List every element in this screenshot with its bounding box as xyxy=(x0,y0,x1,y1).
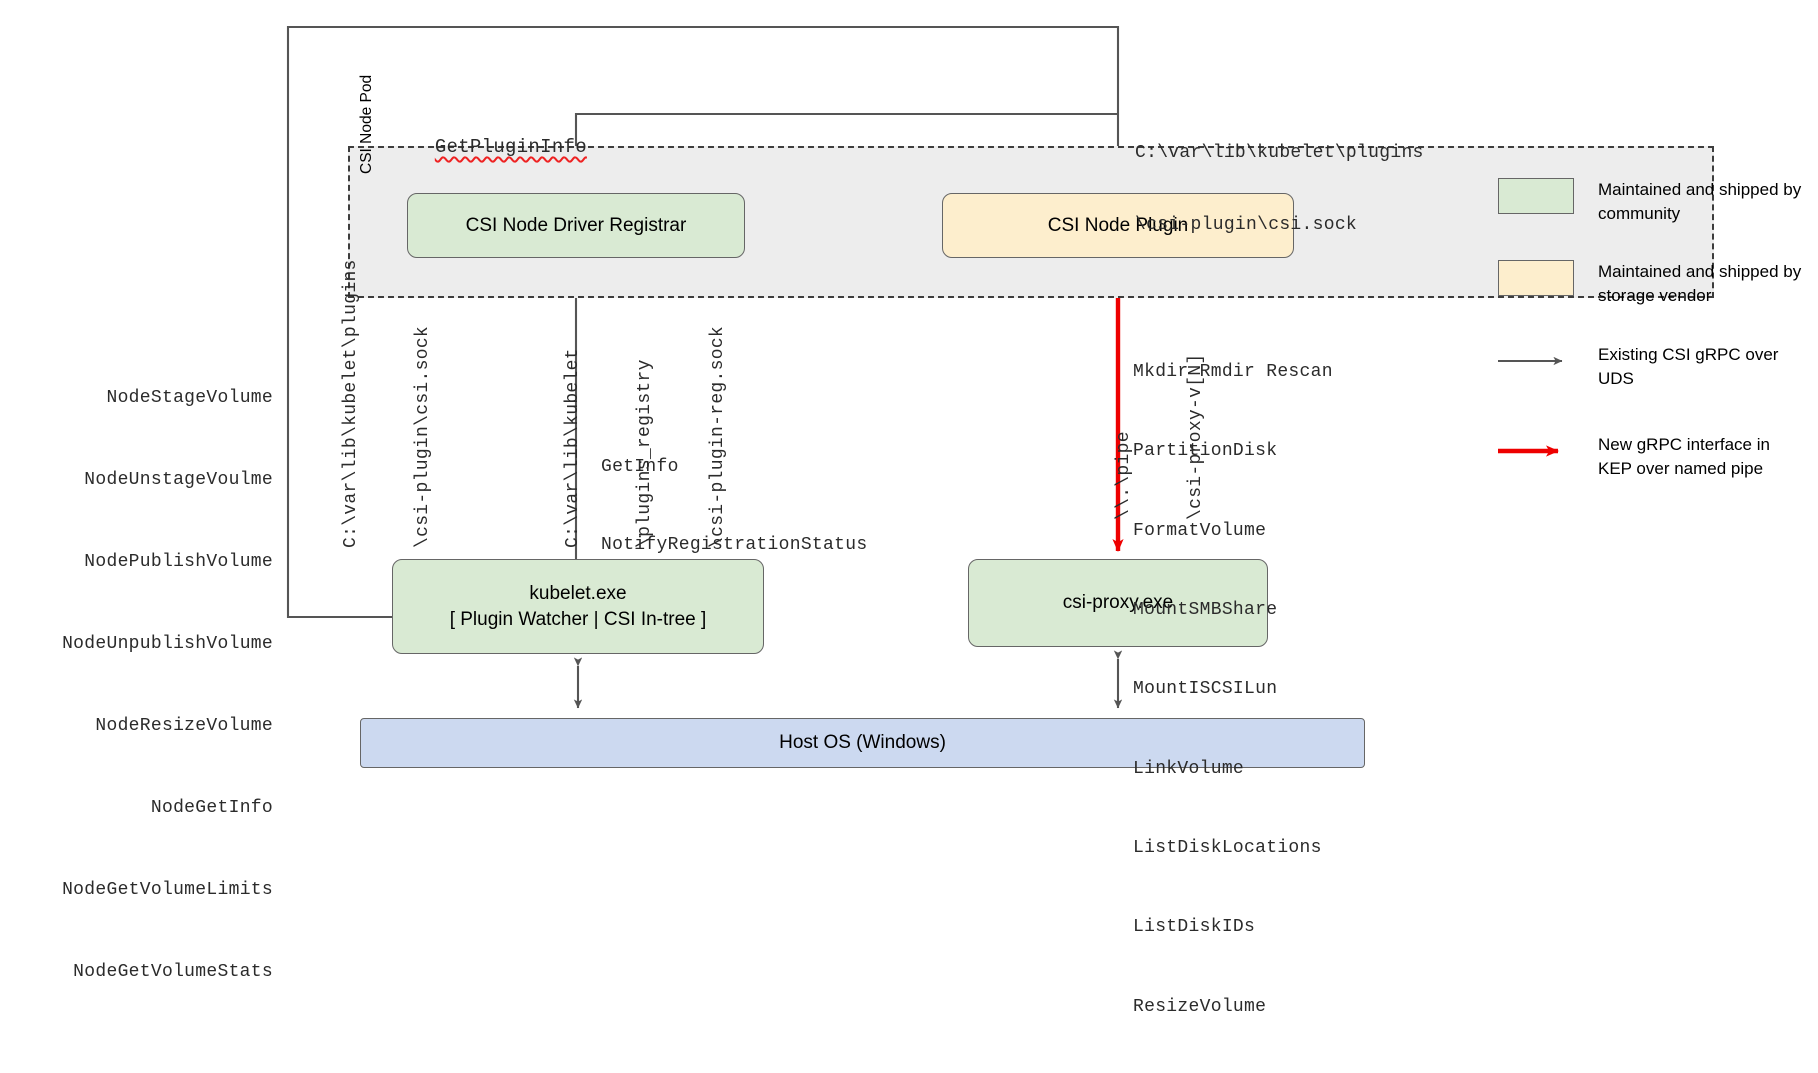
csi-proxy-operation-list: Mkdir Rmdir Rescan PartitionDisk FormatV… xyxy=(1133,306,1333,1073)
node-rpc-item: NodePublishVolume xyxy=(84,551,273,572)
kubelet-plugins-socket-path-line1: C:\var\lib\kubelet\plugins xyxy=(340,259,361,548)
csi-proxy-operation-item: ListDiskIDs xyxy=(1133,917,1256,938)
kubelet-plugins-socket-path-line2: \csi-plugin\csi.sock xyxy=(413,325,434,548)
csi-proxy-operation-item: Mkdir Rmdir Rescan xyxy=(1133,361,1333,382)
csi-node-driver-registrar-label: CSI Node Driver Registrar xyxy=(465,214,687,236)
node-rpc-item: NodeResizeVolume xyxy=(95,716,273,737)
plugins-registry-socket-path-line1: C:\var\lib\kubelet xyxy=(562,348,583,548)
legend-item-new-grpc: New gRPC interface in KEP over named pip… xyxy=(1498,433,1808,481)
legend-arrow-gray-icon xyxy=(1498,343,1574,379)
get-plugin-info-label: GetPluginInfo xyxy=(388,114,587,180)
csi-plugin-socket-path-line1: C:\var\lib\kubelet\plugins xyxy=(1135,142,1424,163)
node-rpc-item: NodeUnstageVoulme xyxy=(84,469,273,490)
csi-proxy-operation-item: ResizeVolume xyxy=(1133,996,1267,1017)
csi-proxy-operation-item: FormatVolume xyxy=(1133,520,1267,541)
legend-label-community: Maintained and shipped by community xyxy=(1598,180,1802,224)
node-box-csi-node-plugin[interactable]: CSI Node Plugin xyxy=(942,193,1294,258)
legend-label-existing-grpc: Existing CSI gRPC over UDS xyxy=(1598,344,1779,388)
host-os-label: Host OS (Windows) xyxy=(779,732,946,754)
legend-item-vendor: Maintained and shipped by storage vendor xyxy=(1498,260,1808,308)
node-rpc-item: NodeGetInfo xyxy=(150,798,273,819)
csi-proxy-operation-item: MountISCSILun xyxy=(1133,679,1278,700)
registration-call-item: NotifyRegistrationStatus xyxy=(601,535,868,556)
csi-node-plugin-label: CSI Node Plugin xyxy=(1047,214,1189,236)
csi-proxy-operation-item: MountSMBShare xyxy=(1133,599,1278,620)
csi-proxy-operation-item: ListDiskLocations xyxy=(1133,838,1322,859)
csi-node-pod-label: CSI Node Pod xyxy=(358,74,375,174)
legend-item-community: Maintained and shipped by community xyxy=(1498,178,1808,226)
node-rpc-call-list: NodeStageVolume NodeUnstageVoulme NodePu… xyxy=(20,330,273,1041)
kubelet-exe-sublabel: [ Plugin Watcher | CSI In-tree ] xyxy=(449,608,707,630)
legend: Maintained and shipped by community Main… xyxy=(1498,178,1808,515)
node-rpc-item: NodeStageVolume xyxy=(106,387,273,408)
legend-label-new-grpc: New gRPC interface in KEP over named pip… xyxy=(1598,434,1770,478)
legend-swatch-yellow xyxy=(1498,260,1574,297)
registration-call-item: GetInfo xyxy=(601,457,679,478)
node-box-host-os[interactable]: Host OS (Windows) xyxy=(360,718,1365,768)
node-box-kubelet-exe[interactable]: kubelet.exe [ Plugin Watcher | CSI In-tr… xyxy=(392,559,764,654)
node-rpc-item: NodeUnpublishVolume xyxy=(62,633,273,654)
node-box-csi-node-driver-registrar[interactable]: CSI Node Driver Registrar xyxy=(407,193,745,258)
legend-arrow-red-icon xyxy=(1498,433,1574,469)
csi-proxy-operation-item: PartitionDisk xyxy=(1133,441,1278,462)
csi-plugin-socket-path-line2: \csi-plugin\csi.sock xyxy=(1135,215,1358,236)
diagram-canvas: CSI Node Pod CSI Node Driver Registrar C… xyxy=(62,25,1808,1017)
csi-proxy-operation-item: LinkVolume xyxy=(1133,758,1245,779)
legend-item-existing-grpc: Existing CSI gRPC over UDS xyxy=(1498,343,1808,391)
csi-plugin-socket-path-label: C:\var\lib\kubelet\plugins \csi-plugin\c… xyxy=(1135,92,1424,286)
node-box-csi-proxy-exe[interactable]: csi-proxy.exe xyxy=(968,559,1268,647)
kubelet-exe-label: kubelet.exe xyxy=(529,582,627,604)
kubelet-plugins-socket-path-label: C:\var\lib\kubelet\plugins \csi-plugin\c… xyxy=(290,259,484,548)
node-rpc-item: NodeGetVolumeLimits xyxy=(62,880,273,901)
get-plugin-info-text: GetPluginInfo xyxy=(434,136,587,158)
legend-label-vendor: Maintained and shipped by storage vendor xyxy=(1598,262,1802,306)
legend-swatch-green xyxy=(1498,178,1574,214)
node-rpc-item: NodeGetVolumeStats xyxy=(73,962,273,983)
registration-call-list: GetInfo NotifyRegistrationStatus xyxy=(601,402,867,611)
csi-proxy-exe-label: csi-proxy.exe xyxy=(1062,592,1174,614)
